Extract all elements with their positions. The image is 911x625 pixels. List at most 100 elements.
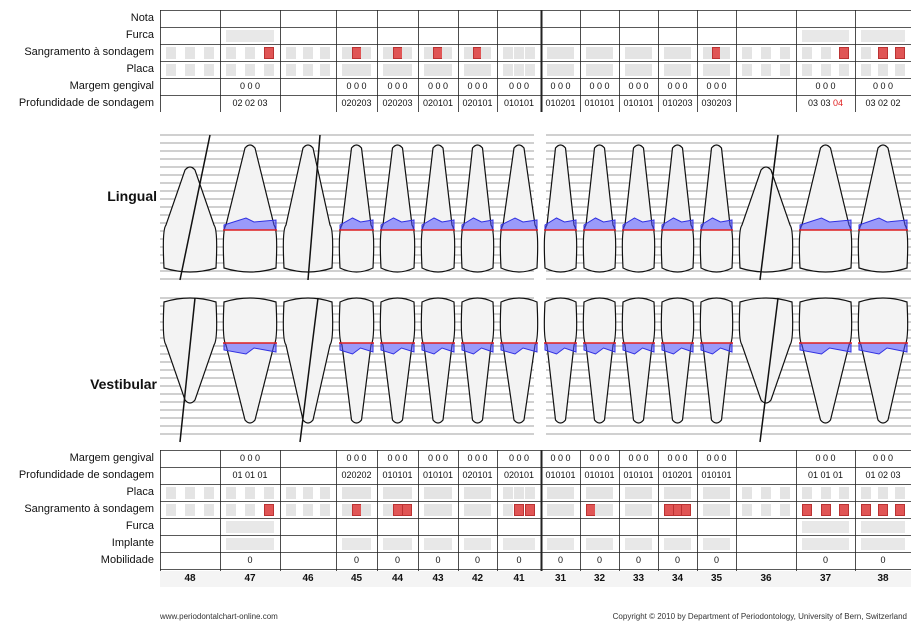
plaque-box[interactable]	[303, 64, 313, 76]
gingival-margin-value[interactable]: 0 0 0	[667, 453, 688, 463]
bleeding-box[interactable]	[802, 504, 812, 516]
gingival-margin-value[interactable]: 0 0 0	[815, 453, 836, 463]
plaque-box[interactable]	[286, 487, 296, 499]
plaque-box[interactable]	[711, 64, 722, 76]
bleeding-box[interactable]	[525, 47, 535, 59]
bleeding-box[interactable]	[555, 47, 566, 59]
plaque-box[interactable]	[664, 487, 674, 499]
bleeding-box[interactable]	[780, 47, 790, 59]
plaque-box[interactable]	[547, 487, 557, 499]
bleeding-box[interactable]	[351, 504, 362, 516]
plaque-box[interactable]	[594, 487, 605, 499]
bleeding-box[interactable]	[820, 47, 831, 59]
bleeding-box[interactable]	[342, 504, 352, 516]
bleeding-box[interactable]	[303, 47, 313, 59]
plaque-box[interactable]	[481, 64, 491, 76]
implant-bar[interactable]	[625, 538, 652, 550]
probing-depth-value[interactable]: 020202	[341, 470, 372, 480]
bleeding-box[interactable]	[586, 47, 596, 59]
plaque-box[interactable]	[633, 487, 644, 499]
plaque-box[interactable]	[204, 487, 214, 499]
gingival-margin-value[interactable]: 0 0 0	[427, 453, 449, 463]
bleeding-box[interactable]	[742, 504, 752, 516]
plaque-box[interactable]	[603, 64, 613, 76]
implant-bar[interactable]	[226, 538, 274, 550]
bleeding-box[interactable]	[802, 47, 812, 59]
plaque-box[interactable]	[703, 487, 713, 499]
probing-depth-value[interactable]: 010101	[545, 470, 576, 480]
plaque-box[interactable]	[402, 487, 412, 499]
plaque-box[interactable]	[525, 487, 535, 499]
mobility-value[interactable]: 0	[822, 555, 828, 565]
gingival-margin-value[interactable]: 0 0 0	[628, 453, 649, 463]
bleeding-box[interactable]	[895, 504, 905, 516]
probing-depth-value[interactable]: 010101	[623, 470, 654, 480]
plaque-box[interactable]	[711, 487, 722, 499]
gingival-margin-value[interactable]: 0 0 0	[387, 81, 408, 91]
bleeding-box[interactable]	[681, 504, 691, 516]
plaque-box[interactable]	[166, 64, 176, 76]
plaque-box[interactable]	[820, 64, 831, 76]
bleeding-box[interactable]	[703, 504, 713, 516]
bleeding-box[interactable]	[761, 504, 771, 516]
bleeding-box[interactable]	[303, 504, 313, 516]
bleeding-box[interactable]	[564, 47, 574, 59]
plaque-box[interactable]	[555, 64, 566, 76]
probing-depth-value[interactable]: 020101	[422, 98, 454, 108]
bleeding-box[interactable]	[681, 47, 691, 59]
bleeding-box[interactable]	[481, 47, 491, 59]
plaque-box[interactable]	[503, 487, 513, 499]
probing-depth-value[interactable]: 010101	[382, 470, 413, 480]
bleeding-box[interactable]	[525, 504, 535, 516]
mobility-value[interactable]: 0	[353, 555, 359, 565]
plaque-box[interactable]	[564, 487, 574, 499]
probing-depth-value[interactable]: 020101	[503, 470, 535, 480]
plaque-box[interactable]	[761, 487, 771, 499]
bleeding-box[interactable]	[342, 47, 352, 59]
bleeding-box[interactable]	[424, 504, 434, 516]
bleeding-box[interactable]	[402, 504, 412, 516]
bleeding-box[interactable]	[861, 504, 871, 516]
probing-depth-value[interactable]: 030203	[701, 98, 732, 108]
bleeding-box[interactable]	[633, 47, 644, 59]
bleeding-box[interactable]	[603, 504, 613, 516]
plaque-box[interactable]	[861, 487, 871, 499]
plaque-box[interactable]	[633, 64, 644, 76]
gingival-margin-value[interactable]: 0 0 0	[550, 81, 571, 91]
probing-depth-value[interactable]: 01 01 01	[232, 470, 268, 480]
plaque-box[interactable]	[320, 487, 330, 499]
plaque-box[interactable]	[361, 487, 371, 499]
gingival-margin-value[interactable]: 0 0 0	[387, 453, 408, 463]
bleeding-box[interactable]	[895, 47, 905, 59]
plaque-box[interactable]	[442, 64, 452, 76]
implant-bar[interactable]	[464, 538, 491, 550]
plaque-box[interactable]	[361, 64, 371, 76]
gingival-margin-value[interactable]: 0 0 0	[550, 453, 571, 463]
plaque-box[interactable]	[720, 64, 730, 76]
bleeding-box[interactable]	[633, 504, 644, 516]
plaque-box[interactable]	[895, 64, 905, 76]
bleeding-box[interactable]	[503, 47, 513, 59]
bleeding-box[interactable]	[392, 504, 403, 516]
plaque-box[interactable]	[780, 487, 790, 499]
probing-depth-value[interactable]: 010101	[623, 98, 654, 108]
bleeding-box[interactable]	[594, 47, 605, 59]
plaque-box[interactable]	[442, 487, 452, 499]
plaque-box[interactable]	[895, 487, 905, 499]
gingival-margin-value[interactable]: 0 0 0	[815, 81, 836, 91]
bleeding-box[interactable]	[351, 47, 362, 59]
gingival-margin-value[interactable]: 0 0 0	[508, 453, 530, 463]
plaque-box[interactable]	[878, 64, 888, 76]
mobility-value[interactable]: 0	[880, 555, 886, 565]
bleeding-box[interactable]	[361, 504, 371, 516]
plaque-box[interactable]	[672, 487, 683, 499]
gingival-margin-value[interactable]: 0 0 0	[628, 81, 649, 91]
plaque-box[interactable]	[424, 64, 434, 76]
mobility-value[interactable]: 0	[516, 555, 522, 565]
plaque-box[interactable]	[681, 64, 691, 76]
probing-depth-value[interactable]: 010101	[701, 470, 732, 480]
bleeding-box[interactable]	[820, 504, 831, 516]
implant-bar[interactable]	[342, 538, 371, 550]
bleeding-box[interactable]	[564, 504, 574, 516]
plaque-box[interactable]	[761, 64, 771, 76]
